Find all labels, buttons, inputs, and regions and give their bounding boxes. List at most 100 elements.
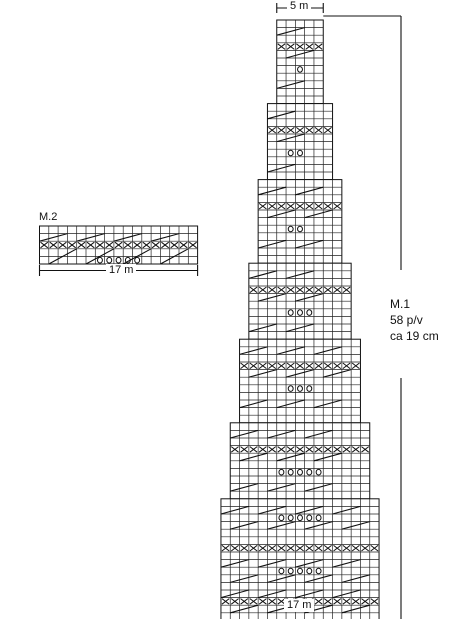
slash-symbol: [258, 186, 287, 196]
slash-symbol: [313, 346, 342, 355]
yarn-over-oval-symbol: [287, 468, 294, 476]
grid-block: [257, 179, 343, 264]
slash-symbol: [113, 233, 142, 242]
slash-symbol: [239, 346, 268, 355]
slash-symbol: [267, 483, 296, 492]
yarn-over-oval-symbol: [315, 567, 322, 575]
yarn-over-oval-symbol: [297, 468, 303, 476]
slash-symbol: [276, 346, 305, 355]
slash-symbol: [332, 589, 361, 599]
chart-m1-top-width-label: 5 m: [287, 0, 312, 13]
yarn-over-oval-symbol: [297, 385, 303, 392]
slash-symbol: [304, 429, 333, 439]
slash-symbol: [258, 505, 287, 515]
yarn-over-oval-symbol: [297, 567, 303, 575]
yarn-over-oval-symbol: [287, 149, 294, 157]
slash-symbol: [258, 589, 287, 599]
slash-symbol: [39, 233, 68, 242]
slash-symbol: [276, 80, 305, 89]
slash-symbol: [267, 574, 296, 583]
slash-symbol: [267, 163, 296, 173]
slash-symbol: [150, 233, 180, 242]
slash-symbol: [258, 559, 287, 568]
slash-symbol: [230, 604, 259, 614]
chart-m1-title: M.1: [390, 297, 411, 312]
slash-symbol: [239, 452, 268, 462]
yarn-over-oval-symbol: [287, 567, 294, 575]
slash-symbol: [304, 483, 333, 492]
yarn-over-oval-symbol: [287, 514, 294, 522]
slash-symbol: [313, 452, 342, 462]
slash-symbol: [276, 133, 305, 143]
yarn-over-oval-symbol: [297, 149, 303, 157]
yarn-over-oval-symbol: [297, 66, 303, 73]
yarn-over-oval-symbol: [297, 514, 303, 522]
slash-symbol: [230, 429, 259, 439]
yarn-over-oval-symbol: [278, 468, 285, 476]
slash-symbol: [267, 521, 296, 530]
slash-symbol: [295, 239, 324, 249]
slash-symbol: [122, 248, 152, 265]
slash-symbol: [230, 521, 259, 530]
slash-symbol: [230, 483, 259, 492]
chart-m1-size-text: ca 19 cm: [390, 329, 439, 344]
slash-symbol: [239, 399, 268, 409]
yarn-over-oval-symbol: [287, 385, 294, 392]
slash-symbol: [276, 452, 305, 462]
slash-symbol: [285, 323, 315, 333]
slash-symbol: [285, 49, 315, 59]
slash-symbol: [295, 589, 324, 599]
yarn-over-oval-symbol: [297, 309, 303, 316]
slash-symbol: [248, 270, 277, 279]
slash-symbol: [313, 399, 342, 409]
slash-symbol: [341, 604, 370, 614]
yarn-over-oval-symbol: [278, 567, 285, 575]
yarn-over-oval-symbol: [306, 309, 313, 316]
yarn-over-oval-symbol: [306, 514, 313, 522]
slash-symbol: [220, 505, 249, 515]
yarn-over-oval-symbol: [306, 385, 313, 392]
slash-symbol: [248, 323, 277, 333]
yarn-over-oval-symbol: [306, 468, 313, 476]
slash-symbol: [220, 559, 249, 568]
slash-symbol: [76, 233, 105, 242]
slash-symbol: [285, 270, 315, 279]
slash-symbol: [85, 248, 115, 265]
slash-symbol: [267, 429, 296, 439]
slash-symbol: [295, 186, 324, 196]
slash-symbol: [276, 27, 305, 36]
chart-m2-grid: [39, 225, 199, 265]
slash-symbol: [341, 521, 370, 530]
slash-symbol: [160, 248, 189, 265]
slash-symbol: [295, 505, 324, 515]
chart-m2-width-label: 17 m: [106, 264, 137, 277]
slash-symbol: [276, 399, 305, 409]
yarn-over-oval-symbol: [297, 225, 303, 233]
slash-symbol: [304, 521, 333, 530]
grid-block: [276, 19, 324, 105]
chart-m1-bottom-width-label: 17 m: [284, 599, 315, 612]
slash-symbol: [295, 559, 324, 568]
slash-symbol: [248, 369, 277, 378]
slash-symbol: [285, 369, 315, 378]
yarn-over-oval-symbol: [287, 225, 294, 233]
slash-symbol: [220, 589, 249, 599]
slash-symbol: [258, 293, 287, 302]
chart-m1-rows-text: 58 p/v: [390, 313, 423, 328]
slash-symbol: [323, 369, 352, 378]
slash-symbol: [48, 248, 77, 265]
slash-symbol: [230, 574, 259, 583]
slash-symbol: [267, 209, 296, 219]
yarn-over-oval-symbol: [306, 567, 313, 575]
yarn-over-oval-symbol: [115, 256, 122, 264]
chart-m1-grid: [220, 19, 380, 619]
slash-symbol: [258, 239, 287, 249]
slash-symbol: [295, 293, 324, 302]
yarn-over-oval-symbol: [106, 256, 113, 264]
slash-symbol: [304, 574, 333, 583]
yarn-over-oval-symbol: [315, 514, 322, 522]
grid-block: [239, 338, 361, 424]
slash-symbol: [304, 209, 333, 219]
